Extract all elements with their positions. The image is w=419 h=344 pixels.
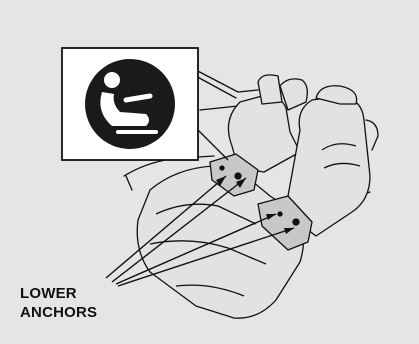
child-seat-anchor-icon (85, 59, 175, 149)
callout-leader-line (197, 129, 229, 161)
caption-line-2: ANCHORS (20, 304, 98, 321)
lower-anchors-label: LOWER ANCHORS (20, 284, 97, 322)
caption-line-1: LOWER (20, 285, 77, 302)
seat-back-right (287, 85, 371, 237)
headrest-center (279, 78, 308, 111)
lower-anchor-lower (257, 195, 313, 251)
pointer-arrowheads (216, 176, 294, 234)
seat-back-left (227, 74, 301, 173)
lower-anchor-upper (209, 153, 259, 197)
pointer-lines (105, 175, 295, 287)
